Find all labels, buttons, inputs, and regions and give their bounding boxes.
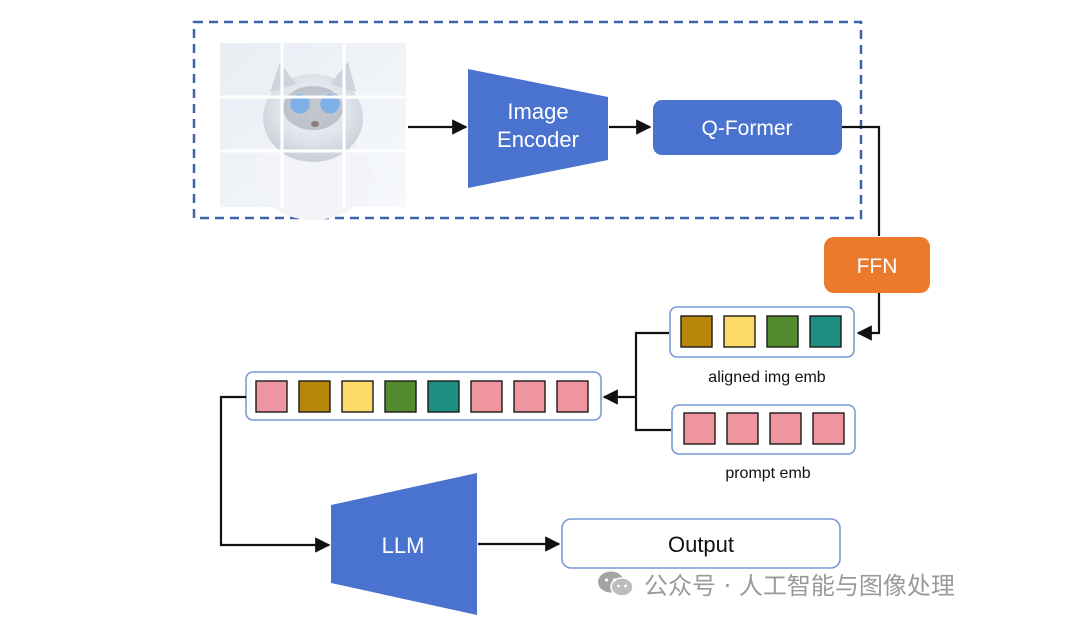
combined-token-1 xyxy=(255,380,288,413)
aligned-token-4 xyxy=(809,315,842,348)
connector-qformer-to-ffn xyxy=(842,125,881,236)
combined-token-3 xyxy=(341,380,374,413)
cat-image xyxy=(220,43,406,220)
llm-block: LLM xyxy=(331,473,477,615)
connector-aligned-merge xyxy=(634,331,671,432)
image-encoder-label-line1: Image xyxy=(507,99,568,124)
prompt-token-3 xyxy=(769,412,802,445)
prompt-token-2 xyxy=(726,412,759,445)
arrow-ffn-to-aligned xyxy=(856,293,881,341)
arrow-combined-to-llm xyxy=(219,395,331,553)
ffn-block: FFN xyxy=(824,237,930,293)
combined-token-6 xyxy=(470,380,503,413)
output-label: Output xyxy=(668,532,734,557)
output-block: Output xyxy=(561,518,841,569)
combined-token-4 xyxy=(384,380,417,413)
aligned-emb-label: aligned img emb xyxy=(708,369,826,386)
aligned-emb-tokens xyxy=(680,315,842,348)
llm-label: LLM xyxy=(382,533,425,558)
combined-token-5 xyxy=(427,380,460,413)
prompt-emb-container xyxy=(671,404,856,455)
combined-emb-tokens xyxy=(255,380,589,413)
vision-frame xyxy=(192,20,863,220)
combined-token-8 xyxy=(556,380,589,413)
prompt-token-4 xyxy=(812,412,845,445)
combined-token-2 xyxy=(298,380,331,413)
aligned-token-2 xyxy=(723,315,756,348)
watermark: 公众号 · 人工智能与图像处理 xyxy=(596,566,955,601)
aligned-emb-container xyxy=(669,306,855,358)
watermark-text: 公众号 · 人工智能与图像处理 xyxy=(644,572,955,600)
ffn-label: FFN xyxy=(857,255,898,278)
combined-token-7 xyxy=(513,380,546,413)
wechat-icon xyxy=(598,571,634,597)
prompt-emb-tokens xyxy=(683,412,845,445)
aligned-token-1 xyxy=(680,315,713,348)
prompt-emb-label: prompt emb xyxy=(725,465,810,482)
image-encoder: Image Encoder xyxy=(468,69,608,188)
q-former-label: Q-Former xyxy=(702,117,793,140)
q-former-block: Q-Former xyxy=(653,100,842,155)
image-encoder-label-line2: Encoder xyxy=(497,127,579,152)
aligned-token-3 xyxy=(766,315,799,348)
prompt-token-1 xyxy=(683,412,716,445)
